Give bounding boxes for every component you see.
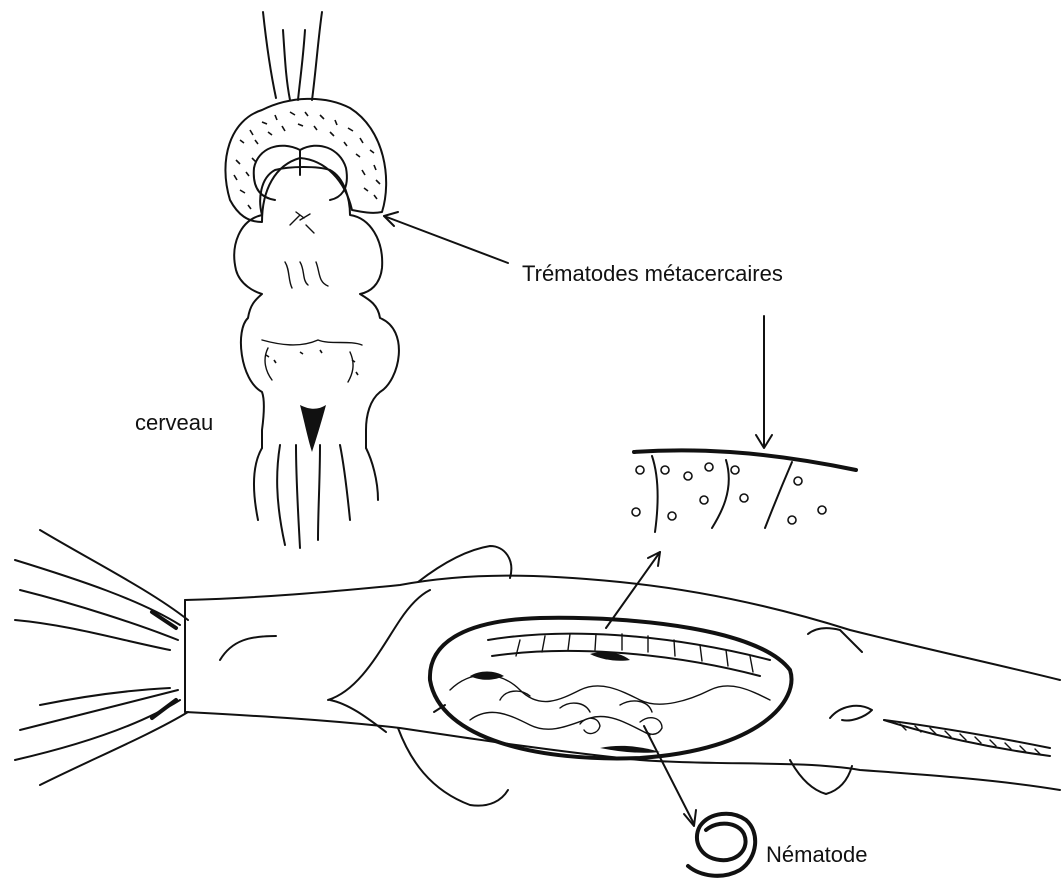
brain-right-lobe xyxy=(300,146,347,200)
tissue-closeup xyxy=(632,450,856,532)
trematode-arrow-to-brain xyxy=(384,212,508,263)
trematodes-label: Trématodes métacercaires xyxy=(522,261,783,286)
nematode-label: Nématode xyxy=(766,842,868,867)
brain-label: cerveau xyxy=(135,410,213,435)
arrow-to-closeup xyxy=(606,552,660,628)
fish-body-drawing xyxy=(15,530,1060,806)
brain-crescent xyxy=(225,99,386,222)
nematode-worm xyxy=(688,814,755,876)
brain-dark-spot xyxy=(300,405,326,452)
trematode-arrow-down xyxy=(756,316,772,448)
brain-body xyxy=(234,167,399,448)
arrow-to-nematode xyxy=(644,726,696,826)
brain-drawing xyxy=(225,12,398,548)
